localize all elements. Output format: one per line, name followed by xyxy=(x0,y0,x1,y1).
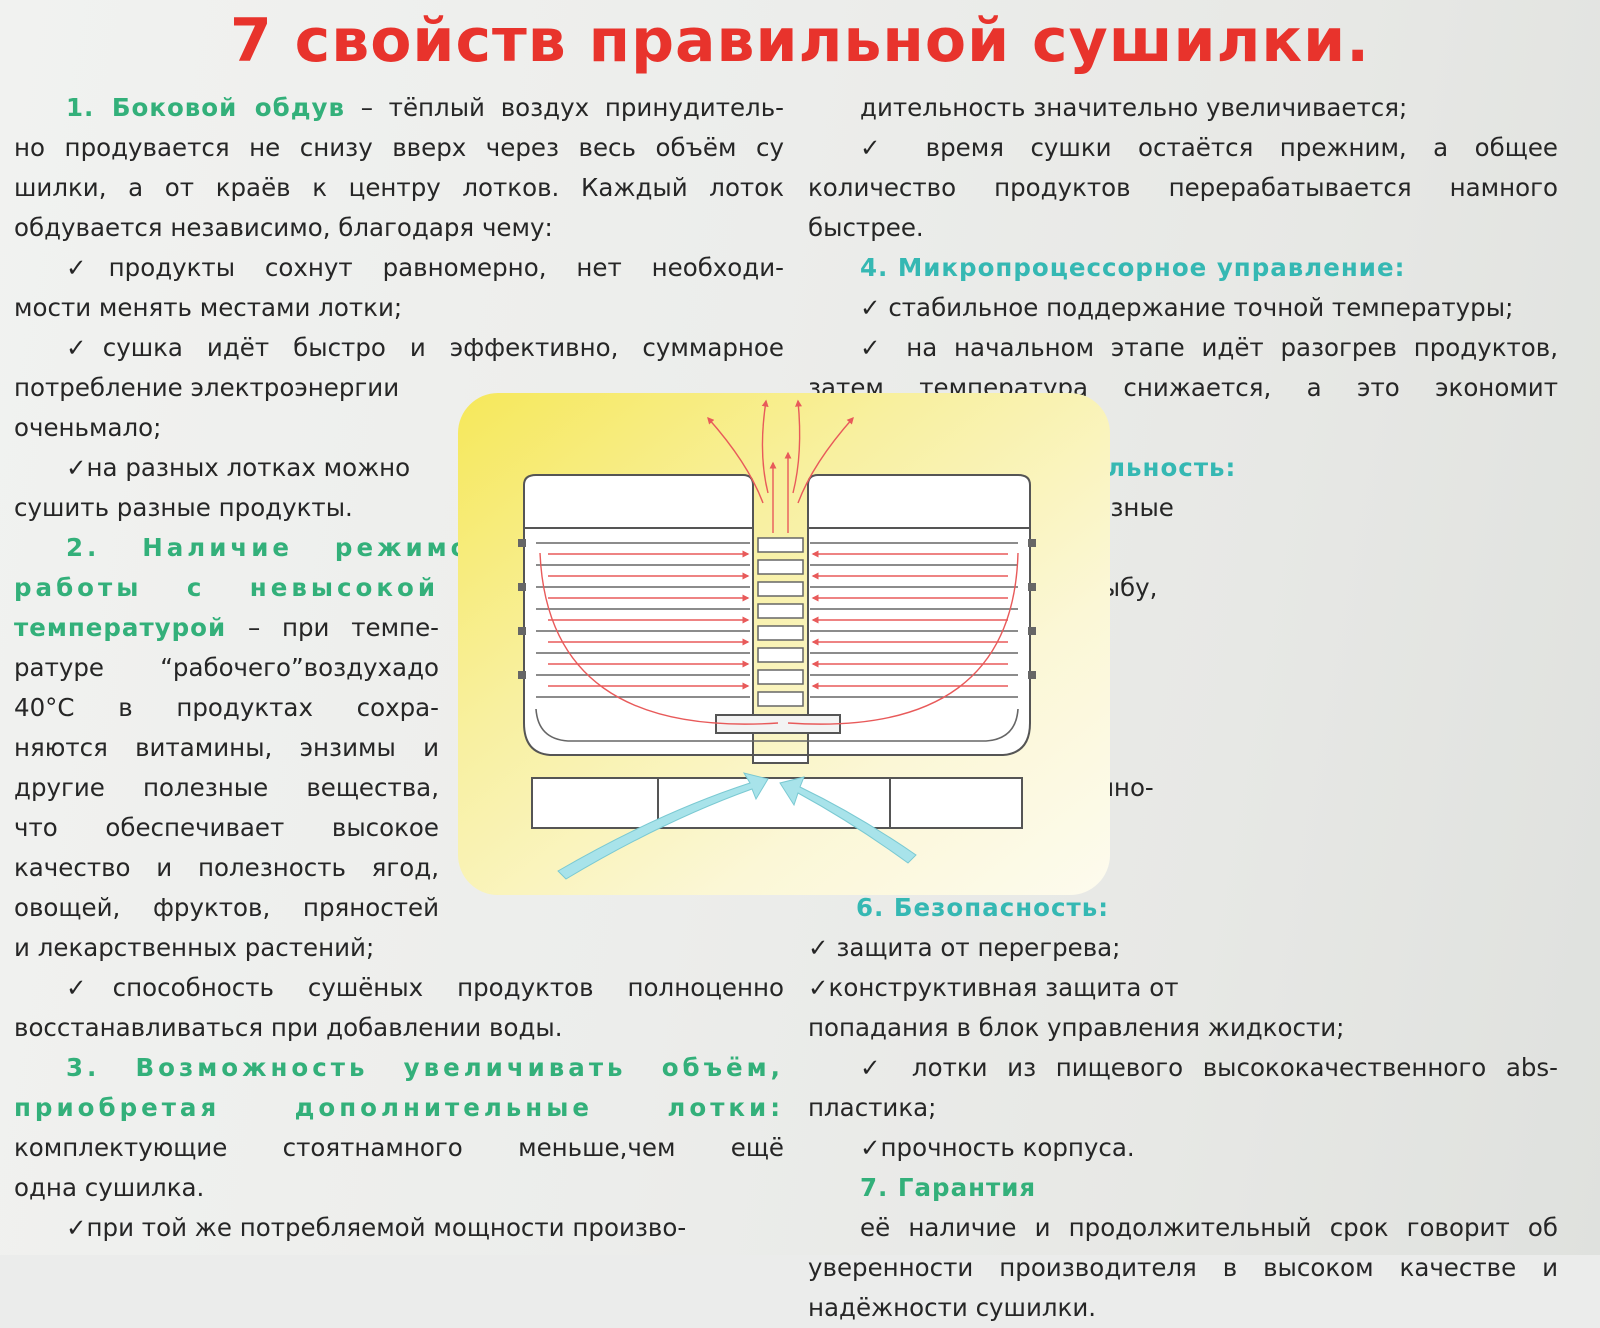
tray-notches xyxy=(518,539,1036,679)
section-6-bullet: ✓прочность корпуса. xyxy=(860,1133,1135,1162)
section-7-line: надёжности сушилки. xyxy=(808,1293,1097,1322)
dryer-diagram-svg xyxy=(458,393,1110,895)
section-4-heading: 4. Микропроцессорное управление: xyxy=(860,253,1406,282)
intake-arrow-left xyxy=(557,772,769,880)
section-7-line: уверенности производителя в высоком каче… xyxy=(808,1253,1558,1282)
section-2-heading: 2. Наличие режимов xyxy=(66,533,491,562)
section-2-line: ратуре “рабочего”воздухадо xyxy=(14,653,439,682)
section-1-line: оченьмало; xyxy=(14,413,162,442)
section-1-bullet: ✓сушка идёт быстро и эффективно, суммарн… xyxy=(66,333,784,362)
section-7-heading: 7. Гарантия xyxy=(860,1173,1037,1202)
section-2-line: и лекарственных растений; xyxy=(14,933,375,962)
section-3-bullet: ✓ время сушки остаётся прежним, а общее xyxy=(860,133,1558,162)
section-2-intro: температурой – при темпе- xyxy=(14,613,439,642)
hot-air-flow xyxy=(539,399,1019,725)
section-3-line: одна сушилка. xyxy=(14,1173,205,1202)
section-2-line: качество и полезность ягод, xyxy=(14,853,439,882)
dryer-lid-left xyxy=(523,474,754,529)
section-1-line: сушить разные продукты. xyxy=(14,493,353,522)
section-3-bullet: ✓при той же потребляемой мощности произв… xyxy=(66,1213,687,1242)
cold-air-intake xyxy=(557,772,917,880)
left-column: 1. Боковой обдув – тёплый воздух принуди… xyxy=(14,88,784,1248)
section-1-intro: 1. Боковой обдув – тёплый воздух принуди… xyxy=(66,93,784,122)
section-3-line: дительность значительно увеличивается; xyxy=(860,93,1408,122)
section-6-line: попадания в блок управления жидкости; xyxy=(808,1013,1345,1042)
intake-arrow-right xyxy=(779,776,917,864)
section-1-line: мости менять местами лотки; xyxy=(14,293,403,322)
section-1-line: шилки, а от краёв к центру лотков. Кажды… xyxy=(14,173,784,202)
section-6-bullet: ✓конструктивная защита от xyxy=(808,973,1179,1002)
section-6-bullet: ✓ лотки из пищевого высококачественного … xyxy=(860,1053,1558,1082)
section-3-line: количество продуктов перерабатывается на… xyxy=(808,173,1558,202)
section-6-line: пластика; xyxy=(808,1093,937,1122)
section-3-heading: 3. Возможность увеличивать объём, xyxy=(66,1053,784,1082)
section-2-line: овощей, фруктов, пряностей xyxy=(14,893,439,922)
section-6-heading: 6. Безопасность: xyxy=(856,893,1109,922)
page-title: 7 свойств правильной сушилки. xyxy=(230,6,1370,76)
section-2-bullet: ✓способность сушёных продуктов полноценн… xyxy=(66,973,784,1002)
section-1-line: обдувается независимо, благодаря чему: xyxy=(14,213,553,242)
section-3-line: комплектующие стоятнамного меньше,чем ещ… xyxy=(14,1133,784,1162)
section-1-bullet: ✓продукты сохнут равномерно, нет необход… xyxy=(66,253,784,282)
section-3-heading: приобретая дополнительные лотки: xyxy=(14,1093,784,1122)
section-2-line: няются витамины, энзимы и xyxy=(14,733,439,762)
section-6-bullet: ✓ защита от перегрева; xyxy=(808,933,1121,962)
section-7-line: её наличие и продолжительный срок говори… xyxy=(860,1213,1558,1242)
section-2-heading: работы с невысокой xyxy=(14,573,439,602)
section-2-line: что обеспечивает высокое xyxy=(14,813,439,842)
central-column xyxy=(757,537,804,707)
section-1-line: но продувается не снизу вверх через весь… xyxy=(14,133,784,162)
section-2-line: 40°С в продуктах сохра- xyxy=(14,693,439,722)
dryer-lid-right xyxy=(807,474,1031,529)
section-1-bullet: ✓на разных лотках можно xyxy=(66,453,411,482)
section-2-line: другие полезные вещества, xyxy=(14,773,439,802)
tray-lines xyxy=(535,542,1019,742)
section-1-heading: 1. Боковой обдув xyxy=(66,93,345,122)
dryer-airflow-diagram xyxy=(458,393,1110,895)
section-4-bullet: ✓ стабильное поддержание точной температ… xyxy=(860,293,1514,322)
section-3-line: быстрее. xyxy=(808,213,924,242)
section-2-line: восстанавливаться при добавлении воды. xyxy=(14,1013,563,1042)
section-1-line: потребление электроэнергии xyxy=(14,373,400,402)
section-4-bullet: ✓ на начальном этапе идёт разогрев проду… xyxy=(860,333,1558,362)
dryer-base xyxy=(531,777,1023,829)
